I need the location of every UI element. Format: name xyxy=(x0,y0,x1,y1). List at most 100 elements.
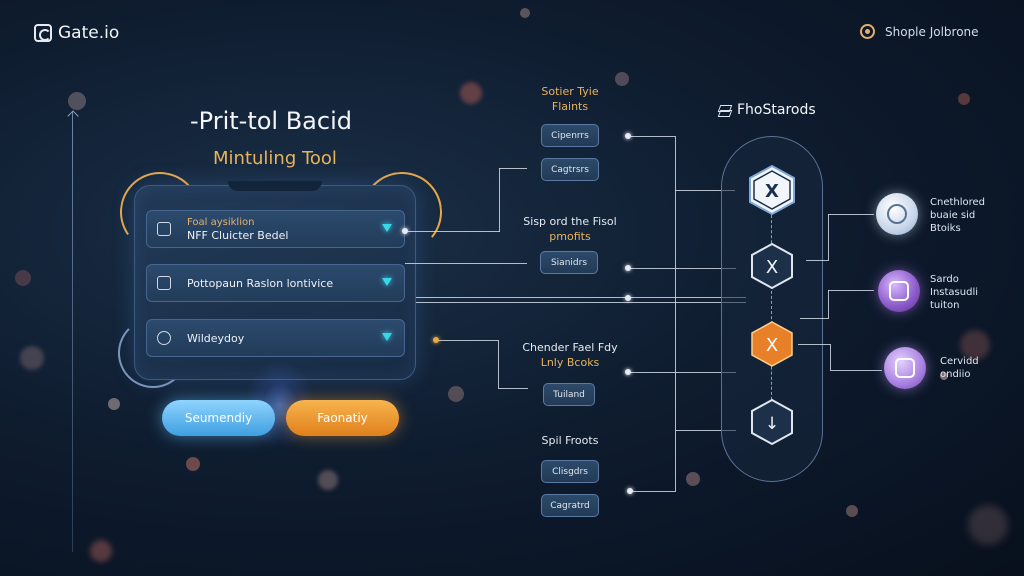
connector-dot xyxy=(625,369,631,375)
middle-group-1-label: Sotier Tyie Flaints xyxy=(541,85,599,113)
connector-line xyxy=(498,340,499,388)
bokeh-light xyxy=(958,93,970,105)
badge-icon xyxy=(895,358,915,378)
page-subtitle: Mintuling Tool xyxy=(213,148,337,169)
house-icon xyxy=(889,281,909,301)
gem-icon xyxy=(382,278,392,286)
right-item-3-text: Cervidd ondiio xyxy=(940,356,979,380)
bokeh-light xyxy=(318,470,338,490)
connector-line xyxy=(416,297,746,298)
right-item-2-icon[interactable] xyxy=(878,270,920,312)
connector-line xyxy=(828,214,829,261)
middle-button-5[interactable]: Clisgdrs xyxy=(541,460,599,483)
connector-line xyxy=(499,168,527,169)
right-item-3-icon[interactable] xyxy=(884,347,926,389)
right-item-2-text: Sardo Instasudli tuiton xyxy=(930,274,978,311)
document-icon xyxy=(157,276,171,290)
row-1-caption: Foal aysiklion xyxy=(187,217,255,228)
middle-group-2-label: Sisp ord the Fisol pmofits xyxy=(523,215,617,243)
secondary-button[interactable]: Faonatiy xyxy=(286,400,399,436)
connector-dot xyxy=(625,295,631,301)
gear-icon xyxy=(157,331,171,345)
gate-logo-icon xyxy=(34,24,52,42)
node-3[interactable]: X xyxy=(748,320,796,368)
panel-row-1[interactable]: Foal aysiklion NFF Cluicter Bedel xyxy=(146,210,405,248)
connector-line xyxy=(416,302,746,303)
middle-button-4[interactable]: Tuiland xyxy=(543,383,595,406)
gem-icon xyxy=(382,333,392,341)
calendar-icon xyxy=(157,222,171,236)
connector-line xyxy=(628,136,675,137)
row-2-label: Pottopaun Raslon lontivice xyxy=(187,276,334,290)
node-4[interactable]: ↓ xyxy=(748,398,796,446)
network-icon xyxy=(887,204,907,224)
node-2[interactable]: X xyxy=(748,242,796,290)
middle-group-3-label: Chender Fael Fdy Lnly Bcoks xyxy=(522,341,618,369)
bokeh-light xyxy=(68,92,86,110)
bokeh-light xyxy=(960,330,990,360)
connector-line xyxy=(436,340,498,341)
bokeh-light xyxy=(15,270,31,286)
connector-line xyxy=(800,318,828,319)
connector-dot xyxy=(625,265,631,271)
right-item-1-text: Cnethlored buaie sid Btoiks xyxy=(930,197,986,234)
bokeh-light xyxy=(448,386,464,402)
middle-group-4-label: Spil Froots xyxy=(541,434,599,447)
bokeh-light xyxy=(968,505,1008,545)
bokeh-light xyxy=(90,540,112,562)
connector-line xyxy=(675,190,735,191)
right-item-1-icon[interactable] xyxy=(876,193,918,235)
bokeh-light xyxy=(846,505,858,517)
connector-line xyxy=(830,370,882,371)
connector-line xyxy=(630,491,676,492)
connector-line xyxy=(798,344,830,345)
header-right-link[interactable]: Shople Jolbrone xyxy=(860,24,979,39)
connector-line xyxy=(405,231,500,232)
node-track-dashed-line xyxy=(771,210,772,410)
connector-dot xyxy=(625,133,631,139)
panel-row-2[interactable]: Pottopaun Raslon lontivice xyxy=(146,264,405,302)
middle-button-1[interactable]: Cipenrrs xyxy=(541,124,599,147)
page-title: -Prit-tol Bacid xyxy=(190,107,352,135)
gem-icon xyxy=(382,224,392,232)
bokeh-light xyxy=(460,82,482,104)
right-section-title: FhoStarods xyxy=(718,102,816,118)
connector-dot xyxy=(402,228,408,234)
row-1-label: NFF Cluicter Bedel xyxy=(187,229,289,242)
connector-line xyxy=(676,430,736,431)
middle-button-2[interactable]: Cagtrsrs xyxy=(541,158,599,181)
node-1[interactable]: X xyxy=(746,164,798,216)
vertical-axis-line xyxy=(72,112,73,552)
connector-line xyxy=(628,268,736,269)
node-2-label: X xyxy=(766,257,778,278)
middle-button-3[interactable]: Sianidrs xyxy=(540,251,598,274)
orbit-arc-bottom-left xyxy=(118,318,188,388)
bokeh-light xyxy=(686,472,700,486)
primary-button[interactable]: Seumendiy xyxy=(162,400,275,436)
layers-icon xyxy=(718,104,731,117)
node-3-label: X xyxy=(766,335,778,356)
panel-row-3[interactable]: Wildeydoy xyxy=(146,319,405,357)
bokeh-light xyxy=(20,346,44,370)
bokeh-light xyxy=(108,398,120,410)
ring-icon xyxy=(860,24,875,39)
middle-button-6[interactable]: Cagratrd xyxy=(541,494,599,517)
header-right-label: Shople Jolbrone xyxy=(885,24,979,39)
connector-line xyxy=(828,290,874,291)
connector-line xyxy=(830,344,831,370)
connector-line xyxy=(828,214,874,215)
connector-dot xyxy=(433,337,439,343)
bokeh-light xyxy=(940,372,948,380)
connector-line xyxy=(806,260,828,261)
panel-notch xyxy=(228,181,322,191)
bokeh-light xyxy=(520,8,530,18)
brand-name: Gate.io xyxy=(58,23,120,43)
bokeh-light xyxy=(186,457,200,471)
connector-line xyxy=(499,168,500,232)
bokeh-light xyxy=(615,72,629,86)
connector-line xyxy=(675,136,676,491)
node-4-label: ↓ xyxy=(765,414,779,434)
brand-logo[interactable]: Gate.io xyxy=(34,23,119,43)
connector-line xyxy=(405,263,527,264)
connector-line xyxy=(628,372,736,373)
